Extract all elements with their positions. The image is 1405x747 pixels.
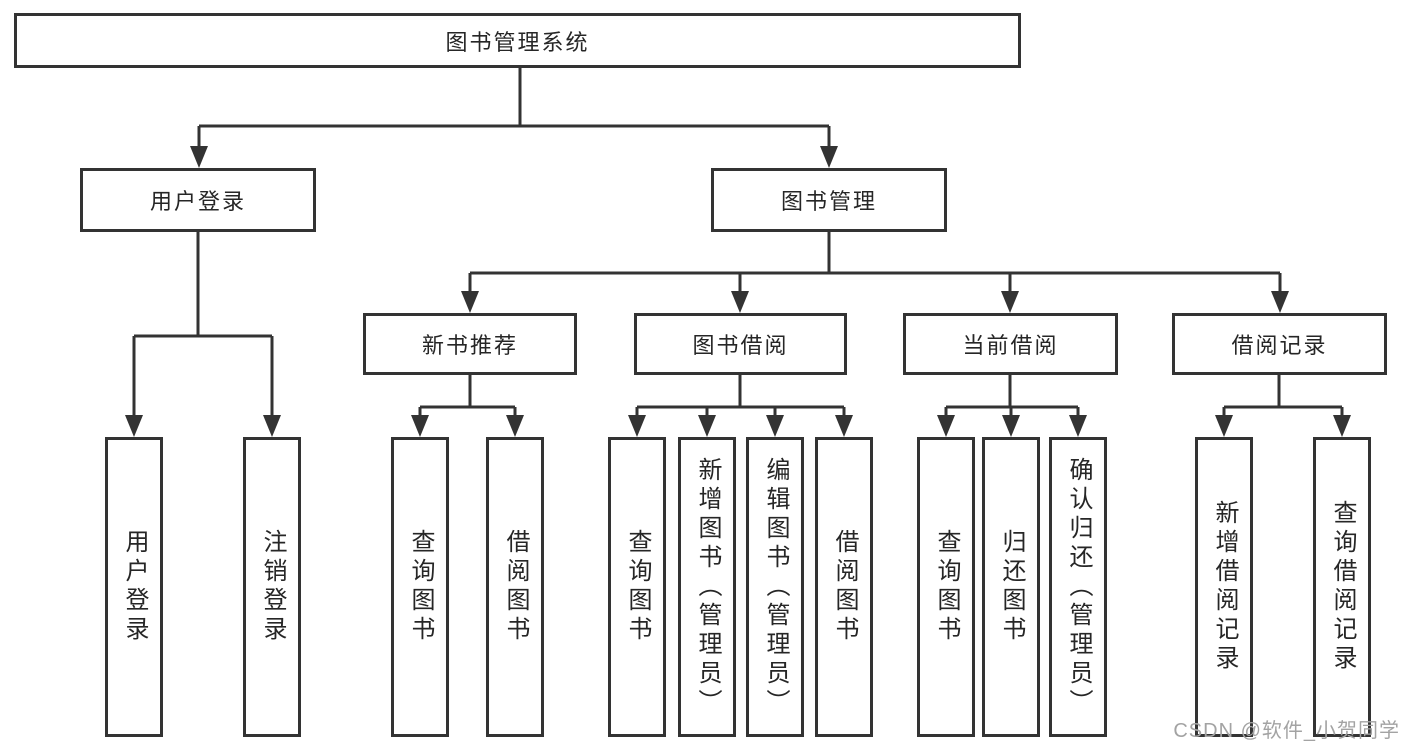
- csdn-watermark: CSDN @软件_小贺同学: [1173, 720, 1400, 742]
- node-book-borrowing: 图书借阅: [634, 313, 847, 375]
- leaf-edit-books-admin: 编辑图书（管理员）: [746, 437, 804, 737]
- leaf-add-books-admin: 新增图书（管理员）: [678, 437, 736, 737]
- leaf-borrow-books-1: 借阅图书: [486, 437, 544, 737]
- leaf-confirm-return-admin: 确认归还（管理员）: [1049, 437, 1107, 737]
- leaf-query-books-3: 查询图书: [917, 437, 975, 737]
- leaf-return-books: 归还图书: [982, 437, 1040, 737]
- node-new-book-recommendation: 新书推荐: [363, 313, 577, 375]
- leaf-user-login: 用户登录: [105, 437, 163, 737]
- leaf-borrow-books-2: 借阅图书: [815, 437, 873, 737]
- node-library-management-system: 图书管理系统: [14, 13, 1021, 68]
- leaf-query-books-2: 查询图书: [608, 437, 666, 737]
- leaf-query-borrow-record: 查询借阅记录: [1313, 437, 1371, 737]
- leaf-query-books-1: 查询图书: [391, 437, 449, 737]
- node-current-borrowing: 当前借阅: [903, 313, 1118, 375]
- node-borrowing-records: 借阅记录: [1172, 313, 1387, 375]
- node-book-management-branch: 图书管理: [711, 168, 947, 232]
- node-user-login-branch: 用户登录: [80, 168, 316, 232]
- leaf-logout: 注销登录: [243, 437, 301, 737]
- leaf-add-borrow-record: 新增借阅记录: [1195, 437, 1253, 737]
